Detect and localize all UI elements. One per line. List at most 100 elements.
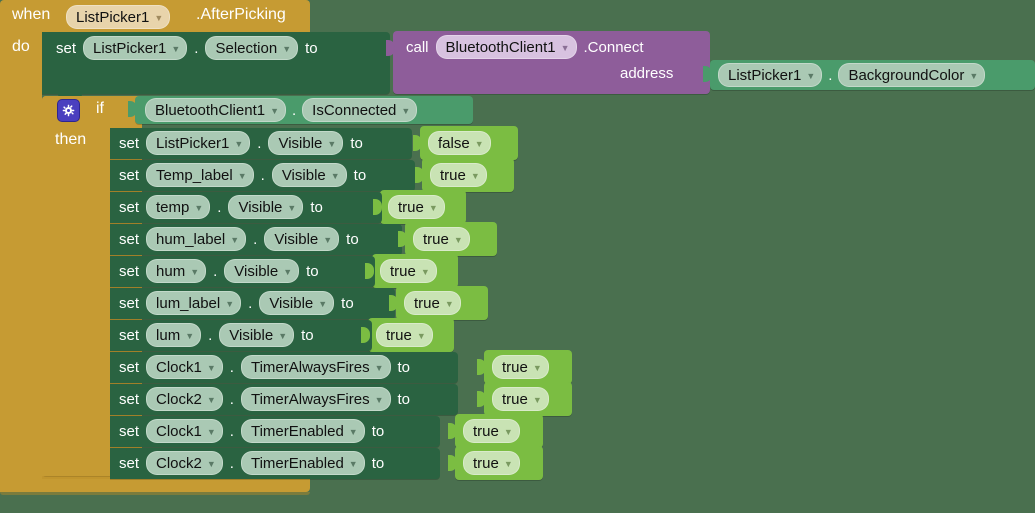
setter-component-dropdown[interactable]: Clock2▼: [146, 387, 223, 411]
logic-value-dropdown[interactable]: true▼: [388, 195, 445, 219]
setter-dot: .: [229, 422, 234, 440]
logic-value-row[interactable]: true ▼: [430, 160, 487, 190]
setter-property-label: Visible: [269, 294, 314, 312]
set-keyword: set: [119, 230, 140, 248]
chevron-down-icon: ▼: [194, 202, 204, 213]
setter-row-notch: [126, 192, 148, 197]
call-row-header[interactable]: call BluetoothClient1 ▼ .Connect: [406, 32, 644, 62]
setter-component-dropdown[interactable]: hum_label▼: [146, 227, 247, 251]
setter-component-dropdown[interactable]: lum_label▼: [146, 291, 242, 315]
setter-property-dropdown[interactable]: TimerAlwaysFires▼: [240, 355, 391, 379]
call-component-label: BluetoothClient1: [445, 38, 556, 56]
setter-component-dropdown[interactable]: Clock2▼: [146, 451, 223, 475]
call-arg-address-label: address: [620, 65, 673, 83]
setter-to-label: to: [346, 230, 359, 248]
logic-value-dropdown[interactable]: true▼: [413, 227, 470, 251]
selection-component-dropdown[interactable]: ListPicker1 ▼: [83, 36, 188, 60]
logic-value-row[interactable]: true▼: [376, 320, 433, 350]
logic-value-dropdown[interactable]: true▼: [492, 387, 549, 411]
if-condition-socket-plug: [128, 101, 137, 117]
setter-to-label: to: [306, 262, 319, 280]
logic-value-label: true: [390, 262, 416, 280]
setter-component-dropdown[interactable]: ListPicker1▼: [146, 131, 251, 155]
logic-value-dropdown[interactable]: true▼: [404, 291, 461, 315]
logic-value-label: true: [440, 166, 466, 184]
setter-component-label: Clock2: [156, 454, 202, 472]
event-component-field[interactable]: ListPicker1 ▼: [66, 5, 171, 29]
setter-component-dropdown[interactable]: lum▼: [146, 323, 202, 347]
condition-property-dropdown[interactable]: IsConnected ▼: [302, 98, 418, 122]
logic-value-dropdown[interactable]: false▼: [428, 131, 491, 155]
setter-to-label: to: [301, 326, 314, 344]
logic-value-row[interactable]: true▼: [388, 192, 445, 222]
condition-component-dropdown[interactable]: BluetoothClient1 ▼: [145, 98, 286, 122]
setter-property-dropdown[interactable]: Visible▼: [219, 323, 295, 347]
selection-property-dropdown[interactable]: Selection ▼: [205, 36, 299, 60]
gear-icon[interactable]: [57, 99, 80, 122]
setter-component-label: Clock2: [156, 390, 202, 408]
setter-component-dropdown[interactable]: hum▼: [146, 259, 207, 283]
logic-value-dropdown[interactable]: true▼: [380, 259, 437, 283]
event-do-label: do: [12, 38, 30, 56]
setter-property-dropdown[interactable]: Visible▼: [264, 227, 340, 251]
setter-component-label: Temp_label: [156, 166, 233, 184]
setter-property-dropdown[interactable]: Visible▼: [268, 131, 344, 155]
logic-value-row[interactable]: true▼: [463, 416, 520, 446]
value-socket-plug: [413, 135, 422, 151]
setter-property-dropdown[interactable]: TimerEnabled▼: [240, 419, 365, 443]
logic-value-label: true: [502, 390, 528, 408]
setter-dot: .: [257, 134, 262, 152]
logic-value-label: true: [473, 422, 499, 440]
setter-component-dropdown[interactable]: Temp_label▼: [146, 163, 254, 187]
chevron-down-icon: ▼: [225, 298, 235, 309]
getter-property-dropdown[interactable]: BackgroundColor ▼: [838, 63, 986, 87]
logic-value-row[interactable]: true▼: [492, 384, 549, 414]
chevron-down-icon: ▼: [470, 170, 480, 181]
setter-property-dropdown[interactable]: Visible▼: [224, 259, 300, 283]
event-component-dropdown[interactable]: ListPicker1 ▼: [66, 5, 171, 29]
call-component-dropdown[interactable]: BluetoothClient1 ▼: [435, 35, 577, 59]
getter-component-dropdown[interactable]: ListPicker1 ▼: [718, 63, 823, 87]
event-name-label: .AfterPicking: [196, 6, 286, 24]
logic-value-row[interactable]: false▼: [428, 128, 491, 158]
logic-value-row[interactable]: true▼: [404, 288, 461, 318]
event-name-text: .AfterPicking: [196, 6, 286, 23]
setter-property-dropdown[interactable]: Visible▼: [271, 163, 347, 187]
logic-value-row[interactable]: true▼: [413, 224, 470, 254]
chevron-down-icon: ▼: [270, 105, 279, 116]
setter-to-label: to: [353, 166, 367, 184]
value-socket-plug: [398, 231, 407, 247]
setter-property-dropdown[interactable]: TimerEnabled▼: [240, 451, 365, 475]
logic-value-dropdown[interactable]: true ▼: [430, 163, 487, 187]
logic-value-dropdown[interactable]: true▼: [492, 355, 549, 379]
logic-value-dropdown[interactable]: true▼: [463, 451, 520, 475]
logic-value-row[interactable]: true▼: [380, 256, 437, 286]
setter-property-dropdown[interactable]: Visible▼: [259, 291, 335, 315]
logic-value-dropdown[interactable]: true▼: [463, 419, 520, 443]
logic-value-row[interactable]: true▼: [463, 448, 520, 478]
setter-property-dropdown[interactable]: Visible▼: [228, 195, 304, 219]
logic-value-row[interactable]: true▼: [492, 352, 549, 382]
setter-property-dropdown[interactable]: TimerAlwaysFires▼: [240, 387, 391, 411]
getter-row-isconnected[interactable]: BluetoothClient1 ▼ . IsConnected ▼: [145, 95, 418, 125]
setter-component-dropdown[interactable]: temp▼: [146, 195, 211, 219]
setter-row-selection[interactable]: set ListPicker1 ▼ . Selection ▼ to: [56, 33, 318, 63]
setter-component-dropdown[interactable]: Clock1▼: [146, 419, 223, 443]
setter-property-label: Visible: [278, 134, 323, 152]
getter-row-backgroundcolor[interactable]: ListPicker1 ▼ . BackgroundColor ▼: [718, 60, 986, 90]
chevron-down-icon: ▼: [428, 202, 438, 213]
logic-value-dropdown[interactable]: true▼: [376, 323, 433, 347]
logic-value-label: false: [438, 134, 470, 152]
setter-component-dropdown[interactable]: Clock1▼: [146, 355, 223, 379]
